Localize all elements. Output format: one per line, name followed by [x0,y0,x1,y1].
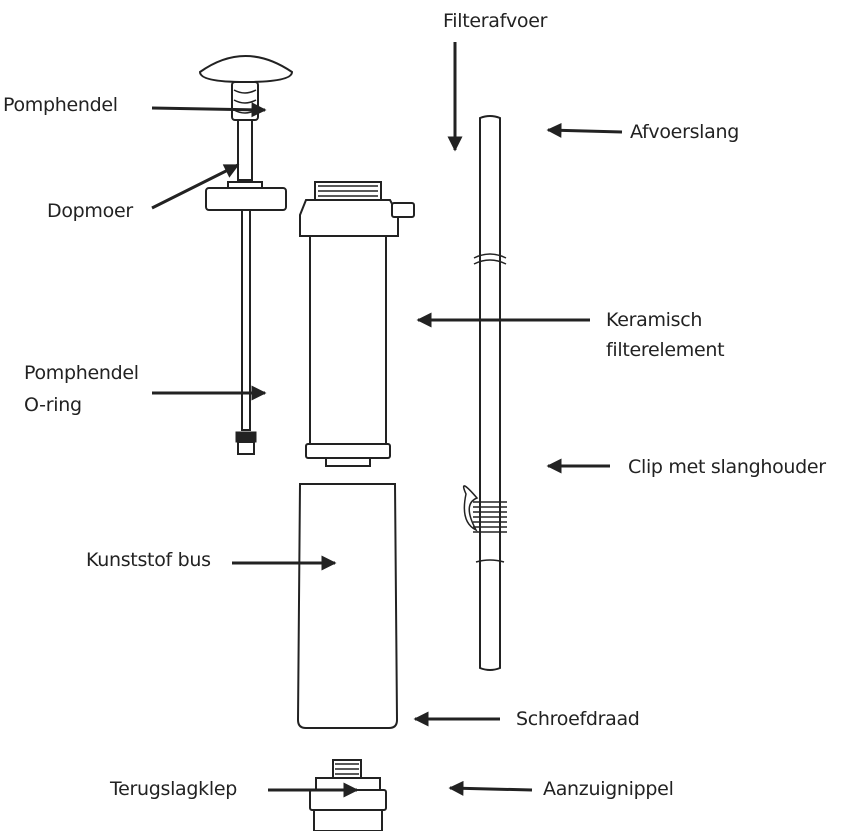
pump-handle-part [198,55,294,431]
label-kunststof-bus: Kunststof bus [86,549,211,571]
label-pomphendel-oring-line2: O-ring [24,394,82,416]
oring-part [235,431,257,455]
label-keramisch-line2: filterelement [606,339,725,361]
kunststof-bus-part [296,483,399,729]
arrow-pomphendel [151,102,267,118]
label-filterafvoer: Filterafvoer [443,10,548,32]
label-schroefdraad: Schroefdraad [516,708,640,730]
label-clip: Clip met slanghouder [628,456,826,478]
label-dopmoer: Dopmoer [47,200,133,222]
arrow-afvoerslang [546,122,623,138]
label-aanzuignippel: Aanzuignippel [543,778,674,800]
arrow-aanzuignippel [448,780,533,796]
label-keramisch-line1: Keramisch [606,309,703,331]
arrows [151,42,623,798]
arrow-dopmoer [151,163,240,210]
aanzuignippel-part [309,759,387,831]
afvoerslang-part [462,115,507,671]
dopmoer-part [205,181,287,211]
label-pomphendel: Pomphendel [3,94,118,116]
ceramic-filter-part [299,181,415,467]
label-pomphendel-oring-line1: Pomphendel [24,362,139,384]
label-terugslagklep: Terugslagklep [110,778,237,800]
label-afvoerslang: Afvoerslang [630,121,740,143]
